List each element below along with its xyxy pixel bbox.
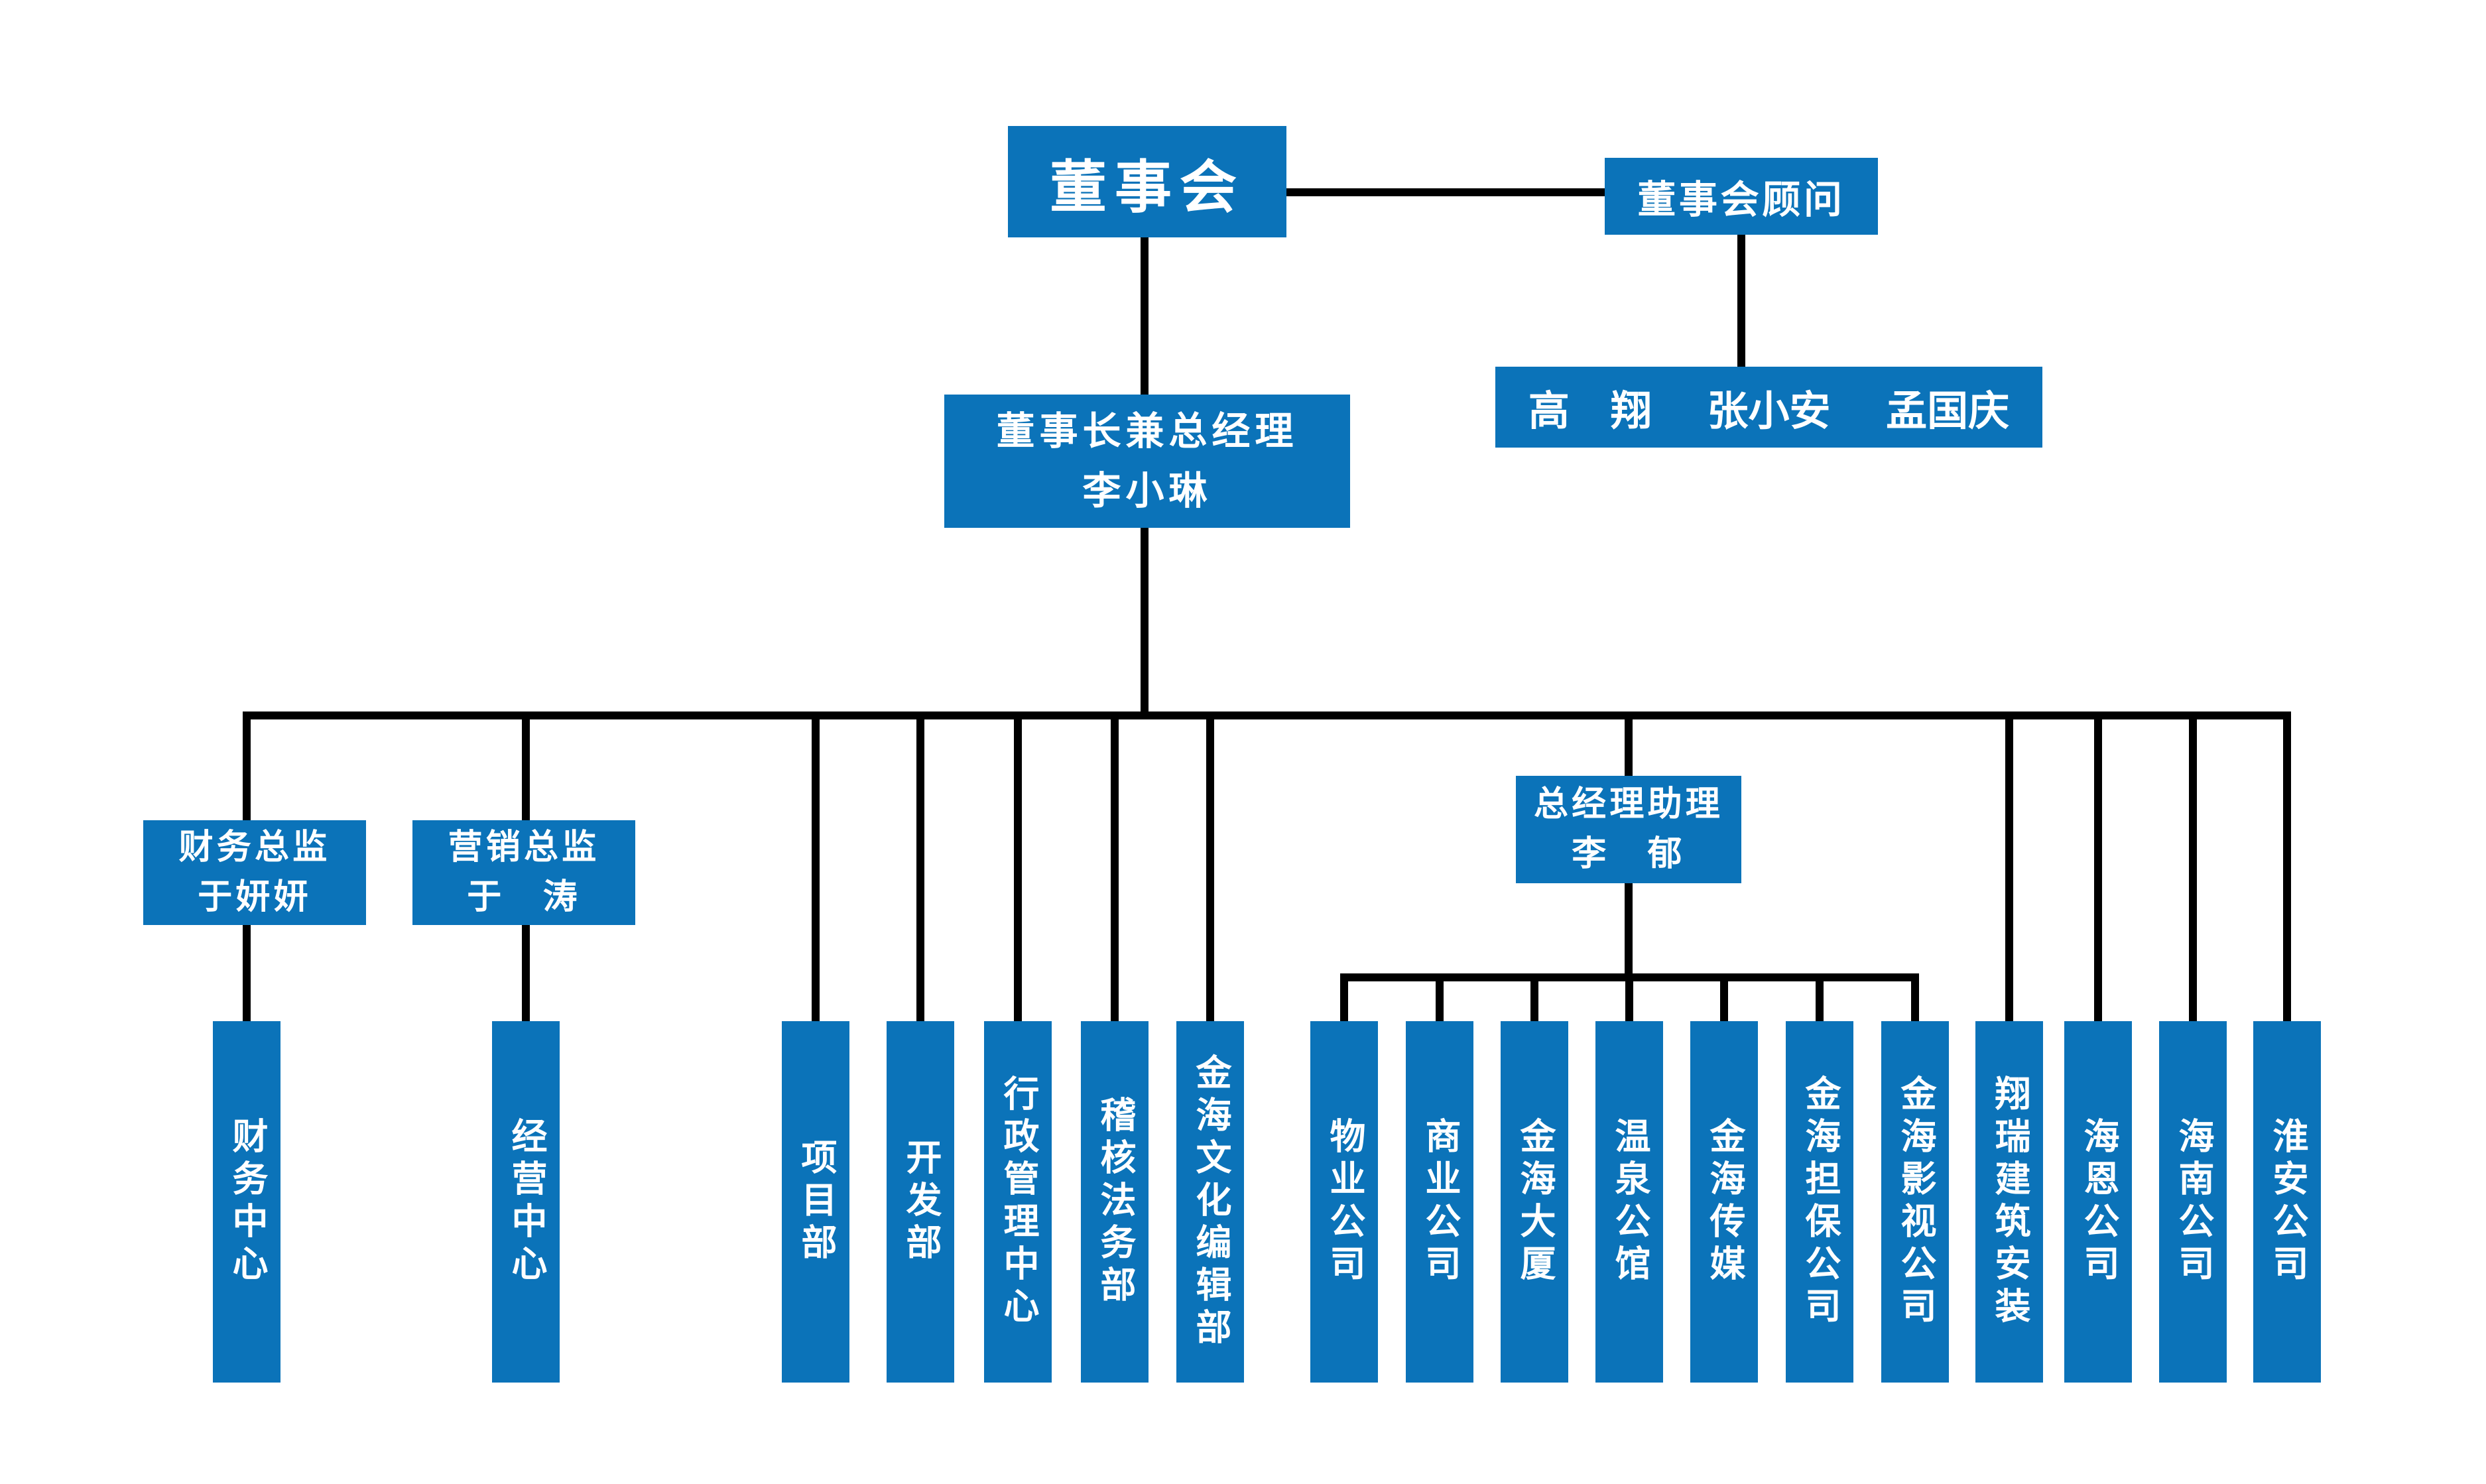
node-operations-center: 经营中心: [492, 1021, 560, 1383]
node-finance-director: 财务总监 于妍妍: [143, 820, 366, 925]
node-jinhai-culture-editorial-dept: 金海文化编辑部: [1176, 1021, 1244, 1383]
node-jinhai-tower: 金海大厦: [1501, 1021, 1568, 1383]
node-admin-management-center: 行政管理中心: [984, 1021, 1052, 1383]
node-jinhai-film-company: 金海影视公司: [1881, 1021, 1949, 1383]
drop-culture-editorial-dept: [1206, 718, 1214, 1022]
drop-development-dept: [916, 718, 924, 1022]
connector-marketing-director-to-center: [522, 924, 530, 1022]
node-xiangrui-construction: 翔瑞建筑安装: [1975, 1021, 2043, 1383]
unit-label: 海南公司: [2172, 1117, 2214, 1287]
unit-label: 温泉公馆: [1609, 1117, 1650, 1287]
node-property-company: 物业公司: [1310, 1021, 1378, 1383]
node-commerce-company: 商业公司: [1406, 1021, 1473, 1383]
subdrop-jinhai-media: [1720, 980, 1728, 1022]
unit-label: 项目部: [795, 1138, 837, 1266]
node-hainan-company: 海南公司: [2159, 1021, 2227, 1383]
connector-advisors-to-names: [1737, 233, 1745, 368]
node-project-dept: 项目部: [782, 1021, 849, 1383]
subdrop-hot-spring-mansion: [1625, 980, 1633, 1022]
unit-label: 财务中心: [226, 1117, 268, 1287]
connector-finance-director-to-center: [243, 924, 251, 1022]
drop-marketing-director: [522, 718, 530, 822]
node-gm-assistant: 总经理助理 李 郁: [1516, 776, 1741, 883]
drop-huaian-company: [2283, 718, 2291, 1022]
subdrop-jinhai-tower: [1530, 980, 1538, 1022]
unit-label: 金海担保公司: [1799, 1074, 1841, 1329]
node-audit-legal-dept: 稽核法务部: [1081, 1021, 1149, 1383]
unit-label: 金海文化编辑部: [1190, 1053, 1231, 1351]
node-marketing-director: 营销总监 于 涛: [412, 820, 635, 925]
drop-finance-director: [243, 718, 251, 822]
unit-label: 翔瑞建筑安装: [1989, 1074, 2030, 1329]
node-huaian-company: 淮安公司: [2253, 1021, 2321, 1383]
drop-hainan-company: [2189, 718, 2197, 1022]
subdrop-jinhai-film: [1911, 980, 1919, 1022]
subdrop-jinhai-guarantee: [1816, 980, 1824, 1022]
unit-label: 物业公司: [1324, 1117, 1365, 1287]
node-jinhai-media: 金海传媒: [1690, 1021, 1758, 1383]
main-branch-line: [243, 711, 2291, 719]
subdrop-commerce-company: [1436, 980, 1444, 1022]
unit-label: 金海影视公司: [1895, 1074, 1936, 1329]
assistant-sub-bracket-line: [1340, 973, 1919, 981]
drop-project-dept: [812, 718, 820, 1022]
node-hot-spring-mansion: 温泉公馆: [1595, 1021, 1663, 1383]
node-board: 董事会: [1008, 126, 1286, 237]
subdrop-property-company: [1340, 980, 1348, 1022]
unit-label: 经营中心: [505, 1117, 547, 1287]
drop-admin-center: [1014, 718, 1022, 1022]
unit-label: 开发部: [900, 1138, 942, 1266]
connector-chairman-to-branch: [1141, 526, 1149, 719]
node-finance-center: 财务中心: [213, 1021, 280, 1383]
drop-audit-legal-dept: [1111, 718, 1119, 1022]
unit-label: 淮安公司: [2267, 1117, 2308, 1287]
node-jinhai-guarantee-company: 金海担保公司: [1786, 1021, 1853, 1383]
unit-label: 商业公司: [1419, 1117, 1461, 1287]
unit-label: 稽核法务部: [1094, 1095, 1136, 1308]
node-haien-company: 海恩公司: [2064, 1021, 2132, 1383]
drop-haien-company: [2094, 718, 2102, 1022]
connector-board-to-chairman: [1141, 236, 1149, 396]
unit-label: 海恩公司: [2078, 1117, 2119, 1287]
drop-gm-assistant: [1625, 718, 1633, 777]
node-development-dept: 开发部: [887, 1021, 954, 1383]
node-advisor-names: 高 翔 张小安 孟国庆: [1495, 367, 2042, 448]
unit-label: 金海传媒: [1704, 1117, 1745, 1287]
node-board-advisors: 董事会顾问: [1605, 158, 1878, 235]
connector-board-to-advisors: [1283, 188, 1608, 196]
unit-label: 金海大厦: [1514, 1117, 1556, 1287]
connector-assistant-to-bracket: [1625, 882, 1633, 976]
unit-label: 行政管理中心: [997, 1074, 1039, 1329]
node-chairman-gm: 董事长兼总经理 李小琳: [944, 395, 1350, 528]
drop-xiangrui-construction: [2005, 718, 2013, 1022]
